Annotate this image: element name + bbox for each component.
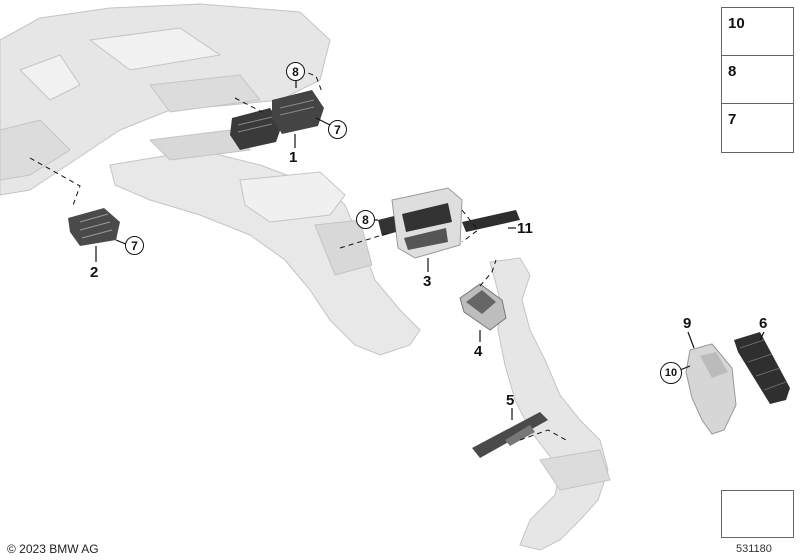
part-11-strip xyxy=(462,210,520,232)
callout-1: 1 xyxy=(289,149,298,166)
diagram-id: 531180 xyxy=(736,543,772,555)
dashed-leaders xyxy=(29,69,567,441)
callout-2: 2 xyxy=(90,264,99,281)
legend-item-screw: 8 xyxy=(722,56,793,104)
dashboard-shape xyxy=(0,3,331,196)
center-console-shape xyxy=(109,129,421,356)
part-4-vent xyxy=(459,283,507,331)
circled-callout-7-left: 7 xyxy=(125,236,144,255)
callout-3: 3 xyxy=(423,273,432,290)
legend-number: 10 xyxy=(728,15,745,32)
part-5-bracket xyxy=(472,412,548,458)
callout-4: 4 xyxy=(474,343,483,360)
circled-callout-8-top: 8 xyxy=(286,62,305,81)
callout-5: 5 xyxy=(506,392,515,409)
diagram-nav-box[interactable] xyxy=(721,490,794,538)
circled-callout-8-mid: 8 xyxy=(356,210,375,229)
circled-callout-10: 10 xyxy=(660,362,682,384)
part-1-vents xyxy=(230,90,324,150)
circled-callout-7-top: 7 xyxy=(328,120,347,139)
part-9-module xyxy=(685,343,737,435)
legend-item-clip: 7 xyxy=(722,104,793,152)
legend-item-nut: 10 xyxy=(722,8,793,56)
callout-11: 11 xyxy=(517,220,533,237)
part-2-vent xyxy=(68,208,120,246)
fastener-legend: 10 8 7 xyxy=(721,7,794,153)
legend-number: 8 xyxy=(728,63,737,80)
part-6-pad xyxy=(734,332,790,404)
copyright-text: © 2023 BMW AG xyxy=(7,542,99,556)
part-3-rear-vent xyxy=(378,187,463,259)
air-duct-shape xyxy=(489,257,611,551)
callout-9: 9 xyxy=(683,315,692,332)
legend-number: 7 xyxy=(728,111,737,128)
callout-6: 6 xyxy=(759,315,768,332)
